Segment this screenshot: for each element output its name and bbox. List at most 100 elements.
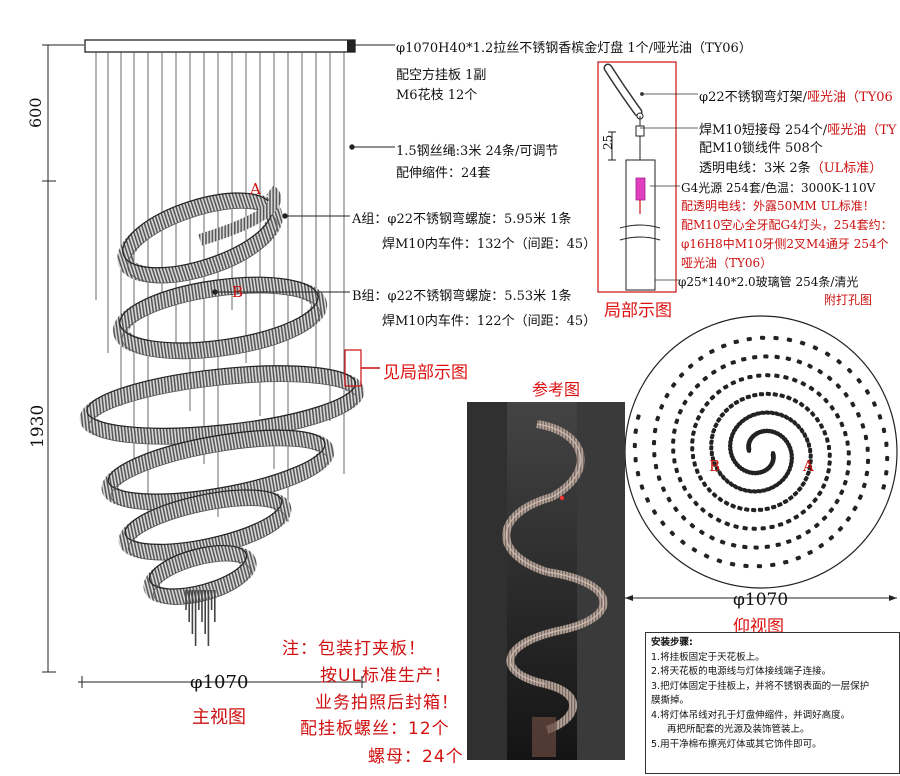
bottom-view-bead	[720, 343, 727, 349]
note-4: 配挂板螺丝：12个	[300, 719, 450, 739]
bottom-view-bead	[817, 490, 823, 497]
bottom-view-bead	[826, 375, 833, 382]
bottom-view-bead	[881, 427, 887, 434]
bottom-view-bead	[787, 495, 794, 501]
bottom-view-bead	[800, 509, 807, 515]
bottom-view-bead	[693, 500, 699, 507]
cable-callout: 1.5钢丝绳:3米 24条/可调节	[396, 144, 559, 159]
bottom-view-bead	[759, 335, 766, 340]
bottom-view-bead	[774, 354, 780, 360]
bottom-view-bead	[742, 487, 748, 493]
group-b-callout: B组：φ22不锈钢弯螺旋：5.53米 1条	[352, 289, 572, 304]
bottom-view-bead	[669, 530, 676, 537]
bottom-view-bead	[804, 406, 811, 412]
group-a-callout: A组：φ22不锈钢弯螺旋：5.95米 1条	[352, 212, 572, 227]
bottom-view-bead	[633, 428, 638, 434]
crystal-spiral	[79, 185, 365, 646]
bottom-view-bead	[720, 474, 727, 481]
bottom-view-bead	[802, 432, 808, 438]
bottom-view-bead	[816, 391, 822, 397]
bottom-view-bead	[689, 522, 696, 529]
bottom-view-bead	[823, 397, 829, 404]
bottom-view-bead	[806, 442, 812, 448]
bottom-view-bead	[704, 401, 710, 407]
bottom-view-bead	[824, 351, 831, 357]
bottom-view-bead	[720, 364, 727, 370]
bottom-view-bead	[751, 489, 758, 494]
plate-callout: φ1070H40*1.2拉丝不锈钢香槟金灯盘 1个/哑光油（TY06）	[396, 41, 752, 56]
bottom-view-bead	[795, 423, 802, 430]
bottom-view-bead	[856, 377, 862, 384]
bottom-view-bead	[738, 377, 745, 382]
spiral-tail-bottom	[185, 590, 216, 646]
detail-line-4: 透明电线：3米 2条（UL标准）	[699, 157, 882, 176]
bottom-view-bead	[711, 492, 718, 498]
bottom-view-bead	[699, 407, 705, 414]
bottom-view-bead	[715, 517, 722, 523]
bottom-view-bead	[702, 375, 709, 382]
detail-line-5: G4光源 254套/色温：3000K-110V	[681, 181, 876, 195]
bottom-view-bead	[690, 446, 695, 452]
bottom-view-bead	[796, 359, 803, 365]
install-step-1: 1.将挂板固定于天花板上。	[651, 651, 765, 663]
detail-line-7: 配M10空心全牙配G4灯头，254套约：	[681, 218, 893, 232]
bottom-view-bead	[730, 380, 737, 386]
bottom-view-bead	[824, 475, 830, 482]
bottom-view-bead	[691, 430, 696, 436]
note-3: 业务拍照后封箱！	[315, 693, 459, 713]
bottom-view-bead	[729, 561, 736, 567]
bottom-view-bead	[761, 488, 767, 493]
detail-line-4-red: （UL标准）	[810, 161, 883, 176]
bottom-view-bead	[747, 374, 753, 380]
bottom-view-bead	[741, 357, 747, 362]
bottom-view-bead	[703, 553, 710, 559]
bottom-view-bead	[861, 482, 867, 489]
bottom-view-bead	[808, 453, 813, 459]
install-step-5: 5.用干净棉布擦亮灯体或其它饰件即可。	[651, 738, 822, 750]
see-detail-label: 见局部示图	[383, 363, 468, 383]
bottom-view-bead	[719, 539, 726, 545]
bottom-view-bead	[807, 549, 813, 556]
bottom-view-bead	[760, 526, 766, 531]
dim-top-label: 600	[26, 97, 45, 128]
bottom-view-bead	[706, 487, 712, 493]
detail-line-1-red: 哑光油（TY06	[807, 90, 893, 105]
bottom-view-bead	[691, 547, 698, 553]
bottom-view-bead	[730, 360, 737, 365]
bottom-view-bead	[753, 545, 759, 550]
bottom-view-bead	[782, 499, 789, 505]
bottom-view-bead	[711, 369, 717, 375]
bottom-view-bead	[770, 562, 776, 568]
dim-width-label: φ1070	[190, 672, 249, 693]
cable-callout-sub: 配伸缩件：24套	[396, 166, 491, 181]
bottom-view-bead	[856, 412, 861, 418]
bottom-view-bead	[842, 479, 848, 486]
bottom-view-bead	[885, 455, 890, 462]
bottom-view-bead	[730, 542, 737, 548]
bottom-view-bead	[639, 484, 645, 490]
bottom-view-bead	[783, 559, 789, 565]
bottom-view-circle	[624, 315, 898, 601]
bottom-view-bead	[757, 507, 764, 512]
bottom-view-bead	[821, 483, 827, 489]
bottom-view-bead	[666, 496, 672, 503]
bottom-view-bead	[786, 395, 792, 401]
bottom-view-bead	[728, 403, 735, 409]
bottom-view-bead	[786, 337, 793, 343]
bottom-view-bead	[843, 392, 849, 398]
bottom-view-bead	[709, 445, 714, 451]
bottom-view-bead	[822, 430, 828, 436]
installation-steps: 安装步骤: 1.将挂板固定于天花板上。 2.将天花板的电源线与灯体接线端子连接。…	[645, 632, 900, 774]
bottom-view-bead	[807, 363, 813, 369]
bottom-view-bead	[765, 486, 771, 492]
bottom-view-bead	[682, 399, 688, 406]
bottom-view-bead	[652, 452, 657, 458]
bottom-view-bead	[645, 497, 651, 503]
bottom-view-bead	[635, 470, 641, 477]
bottom-view-bead	[709, 433, 715, 440]
bottom-view-bead	[785, 539, 792, 544]
group-a-callout-sub: 焊M10内车件：132个（间距：45）	[382, 237, 597, 252]
bottom-view-bead	[799, 427, 805, 434]
bottom-view-bead	[799, 340, 806, 346]
bottom-view-bead	[745, 394, 752, 400]
